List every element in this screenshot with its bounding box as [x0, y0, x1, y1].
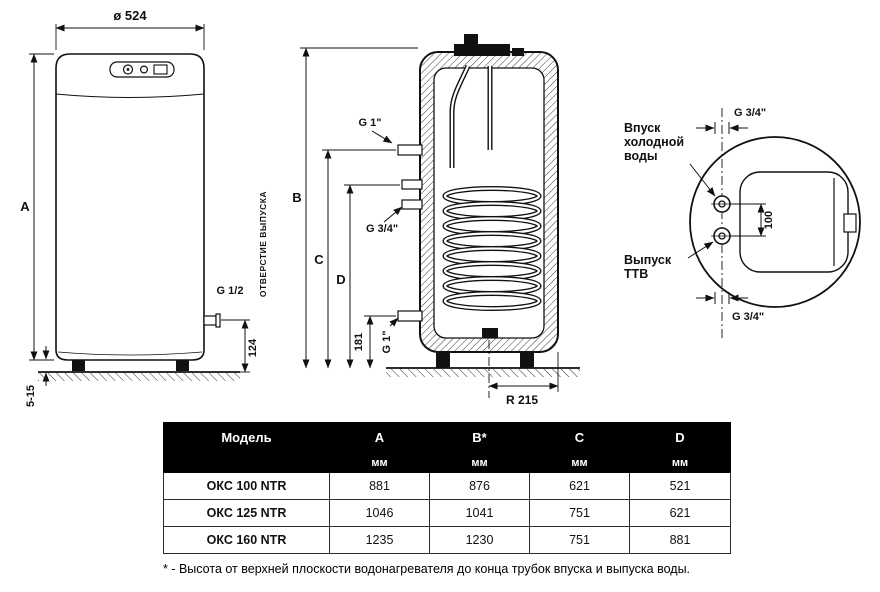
thread-top-dimension: G 3/4"	[696, 107, 766, 134]
dim-c: C	[314, 149, 396, 369]
value-b: 1041	[429, 499, 530, 527]
col-header-b: B*	[429, 422, 530, 453]
value-d: 521	[629, 472, 731, 500]
bottom-thread-callout: G 1"	[381, 317, 399, 354]
foot-left	[72, 360, 85, 371]
front-view: ø 524 A	[20, 8, 268, 407]
section-view: B C D G 1" G 3/4" 181	[292, 34, 580, 407]
inner-bracket	[739, 171, 857, 273]
value-b: 1230	[429, 526, 530, 554]
radius-label: R 215	[506, 393, 538, 407]
radius-dimension: R 215	[488, 340, 559, 407]
inlet-fitting	[711, 195, 733, 213]
value-d: 621	[629, 499, 731, 527]
coil-thread-label: G 3/4"	[366, 223, 398, 235]
diameter-label: ø 524	[113, 8, 147, 23]
col-header-model: Модель	[163, 422, 330, 453]
value-c: 751	[529, 526, 630, 554]
inlet-label-line1: Впуск	[624, 121, 661, 135]
dim-b-label: B	[292, 190, 301, 205]
ground-line	[38, 371, 240, 381]
bottom-thread-label: G 1"	[381, 331, 393, 354]
fitting-spacing-dimension: 100	[731, 203, 775, 237]
dimensions-table: Модель A B* C D мм мм мм мм ОКС 100 NTR	[163, 422, 731, 554]
dim-d: D	[336, 184, 400, 369]
heater-body	[55, 53, 205, 371]
ttv-outlet-callout: Выпуск ТТВ	[624, 241, 714, 281]
footnote: * - Высота от верхней плоскости водонагр…	[163, 562, 691, 576]
thread-bottom-label: G 3/4"	[732, 311, 764, 323]
height-a-label: A	[20, 199, 30, 214]
cold-water-inlet-callout: Впуск холодной воды	[624, 121, 716, 197]
model-cell: ОКС 100 NTR	[163, 472, 330, 500]
inlet-label-line2: холодной	[624, 135, 684, 149]
drain-plug	[482, 328, 498, 338]
value-a: 1046	[329, 499, 430, 527]
table-row: ОКС 125 NTR 1046 1041 751 621	[163, 499, 731, 527]
foot-height-label: 5-15	[25, 385, 37, 407]
height-a-dimension: A	[20, 53, 54, 361]
model-cell: ОКС 160 NTR	[163, 526, 330, 554]
unit-header-a: мм	[329, 452, 430, 473]
tank-section	[397, 34, 559, 368]
inlet-label-line3: воды	[624, 149, 658, 163]
thread-top-label: G 3/4"	[734, 107, 766, 119]
foot-right	[176, 360, 189, 371]
foot-height-dimension: 5-15	[25, 346, 50, 407]
thermometer-dial	[122, 64, 134, 75]
top-fittings	[454, 34, 524, 56]
value-a: 881	[329, 472, 430, 500]
diameter-dimension: ø 524	[55, 8, 205, 50]
connection-stubs	[397, 144, 423, 322]
coil-thread-callout: G 3/4"	[366, 206, 403, 235]
internal-tubes	[449, 64, 493, 168]
value-c: 751	[529, 499, 630, 527]
table-row: ОКС 100 NTR 881 876 621 521	[163, 472, 731, 500]
col-header-d: D	[629, 422, 731, 453]
dim-d-label: D	[336, 272, 345, 287]
value-a: 1235	[329, 526, 430, 554]
outlet-fitting	[711, 227, 733, 245]
drain-thread-label: G 1/2	[217, 285, 244, 297]
unit-header-empty	[163, 452, 330, 473]
unit-header-b: мм	[429, 452, 530, 473]
drain-outlet: G 1/2 ОТВЕРСТИЕ ВЫПУСКА	[203, 191, 268, 328]
outlet-label-line1: Выпуск	[624, 253, 672, 267]
dim-c-label: C	[314, 252, 324, 267]
inlet-height-label: 181	[353, 333, 365, 351]
tank-outline-top	[689, 136, 861, 308]
control-panel	[109, 61, 175, 78]
ground-line	[386, 367, 580, 377]
top-view: 100 G 3/4" G 3/4" Впуск холодной воды В	[624, 107, 861, 338]
inlet-height-dimension: 181	[353, 315, 396, 369]
value-b: 876	[429, 472, 530, 500]
value-c: 621	[529, 472, 630, 500]
outlet-height-dimension: 124	[221, 319, 259, 373]
table-row: ОКС 160 NTR 1235 1230 751 881	[163, 526, 731, 554]
outlet-label-line2: ТТВ	[624, 267, 648, 281]
col-header-c: C	[529, 422, 630, 453]
dimensions-table-area: Модель A B* C D мм мм мм мм ОКС 100 NTR	[163, 422, 731, 576]
fitting-spacing-label: 100	[763, 211, 775, 229]
outlet-height-label: 124	[247, 338, 259, 357]
model-cell: ОКС 125 NTR	[163, 499, 330, 527]
heating-coil	[442, 186, 542, 311]
drain-hole-label: ОТВЕРСТИЕ ВЫПУСКА	[258, 191, 268, 297]
top-thread-callout: G 1"	[359, 117, 393, 144]
thread-bottom-dimension: G 3/4"	[696, 292, 764, 323]
unit-header-d: мм	[629, 452, 731, 473]
col-header-a: A	[329, 422, 430, 453]
foot-right	[520, 352, 534, 368]
indicator-lamp	[139, 65, 148, 74]
foot-left	[436, 352, 450, 368]
top-thread-label: G 1"	[359, 117, 382, 129]
nameplate	[153, 64, 168, 75]
unit-header-c: мм	[529, 452, 630, 473]
value-d: 881	[629, 526, 731, 554]
dim-b: B	[292, 47, 418, 369]
